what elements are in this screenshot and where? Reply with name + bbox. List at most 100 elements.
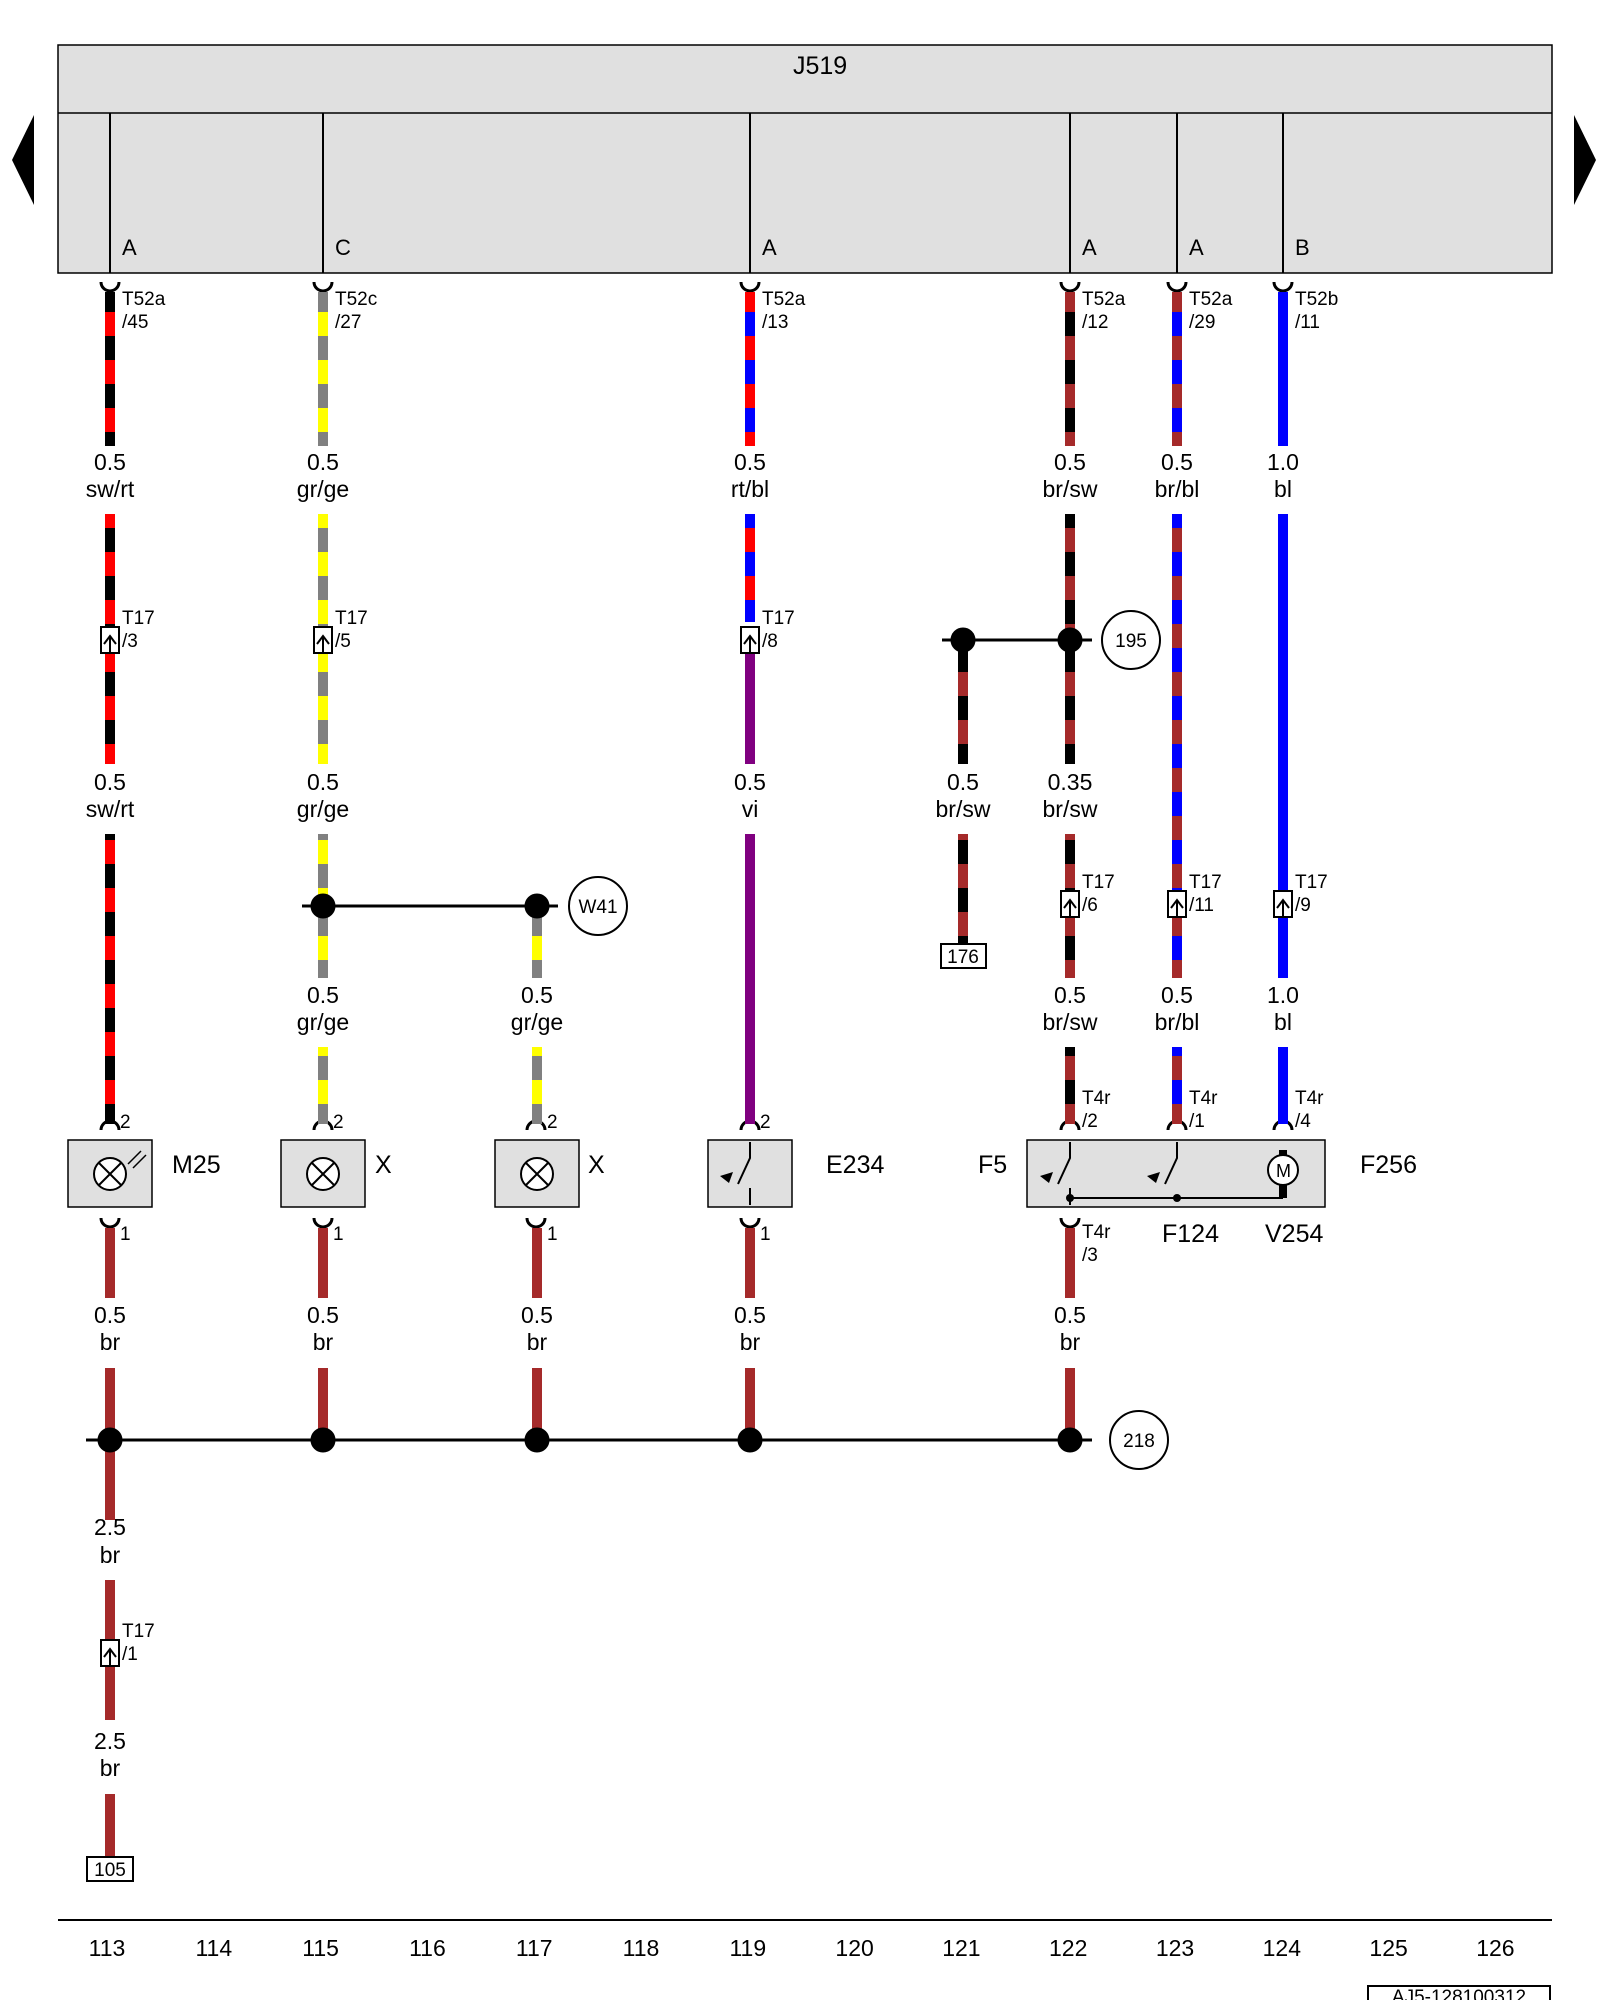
- inline-term: T17: [335, 608, 368, 629]
- wire-gauge: 1.0: [1267, 449, 1299, 475]
- lamp-x1: [280, 1139, 366, 1208]
- component-x2-label: X: [588, 1151, 605, 1179]
- wire-gauge: 0.5: [521, 982, 553, 1008]
- t4r-term: T4r: [1189, 1088, 1218, 1109]
- current-track-number: 117: [516, 1935, 553, 1961]
- current-track-number: 116: [409, 1935, 446, 1961]
- wire-gauge: 0.5: [307, 449, 339, 475]
- wire-gauge: 0.5: [94, 769, 126, 795]
- wire-color: br: [313, 1329, 334, 1355]
- wire-gauge: 2.5: [94, 1514, 126, 1540]
- reference-218-label: 218: [1123, 1431, 1155, 1452]
- wire-gauge: 0.5: [94, 449, 126, 475]
- pin-label: /45: [122, 312, 148, 333]
- wire-color: rt/bl: [731, 476, 769, 502]
- inline-pin: /11: [1189, 895, 1214, 916]
- wire-color: br/sw: [1043, 1009, 1098, 1035]
- current-track-number: 122: [1049, 1935, 1087, 1961]
- connector-letter: A: [1082, 235, 1097, 260]
- component-m25-label: M25: [172, 1151, 221, 1179]
- wire-labels: 0.5 sw/rt 0.5 sw/rt 0.5 gr/ge 0.5 gr/ge …: [86, 449, 1299, 1781]
- wire-color: br/bl: [1155, 1009, 1200, 1035]
- pin-label: 1: [547, 1224, 558, 1245]
- reference-218[interactable]: 218: [1109, 1410, 1169, 1470]
- pin-label: 1: [333, 1224, 344, 1245]
- current-track-number: 126: [1476, 1935, 1514, 1961]
- wire-color: br: [1060, 1329, 1081, 1355]
- connector-letter: C: [335, 235, 351, 260]
- current-track-number: 113: [89, 1935, 126, 1961]
- wire-gauge: 2.5: [94, 1728, 126, 1754]
- current-track-number: 115: [302, 1935, 339, 1961]
- pin-label: 2: [120, 1112, 131, 1133]
- wire-5: [1172, 292, 1182, 1124]
- current-track-number: 119: [729, 1935, 766, 1961]
- wire-color: br: [100, 1329, 121, 1355]
- wire-gauge: 0.5: [1054, 449, 1086, 475]
- inline-pin: /5: [335, 631, 351, 652]
- document-id-label: AJ5-128100312: [1392, 1987, 1526, 2000]
- t4r-term: T4r: [1295, 1088, 1324, 1109]
- term-label: T52a: [122, 289, 166, 310]
- t17-arrows: [103, 634, 1290, 1665]
- term-label: T52b: [1295, 289, 1338, 310]
- control-unit-j519: J519 A C A A A B: [57, 44, 1553, 274]
- current-track-number: 114: [195, 1935, 232, 1961]
- component-f124-label: F124: [1162, 1220, 1219, 1248]
- term-label: T52a: [1082, 289, 1126, 310]
- wire-color: bl: [1274, 476, 1292, 502]
- motor-symbol: M: [1276, 1161, 1291, 1181]
- inline-term: T17: [1295, 872, 1328, 893]
- term-label: T52a: [762, 289, 806, 310]
- wire-color: br/bl: [1155, 476, 1200, 502]
- wire-gauge: 0.5: [734, 449, 766, 475]
- inline-pin: /6: [1082, 895, 1098, 916]
- reference-105[interactable]: 105: [86, 1856, 134, 1882]
- inline-pin: /8: [762, 631, 778, 652]
- ground-wires: [105, 1228, 1075, 1864]
- wire-gauge: 0.5: [1161, 982, 1193, 1008]
- lamp-x2: [494, 1139, 580, 1208]
- wire-color: br: [527, 1329, 548, 1355]
- left-arrow-icon[interactable]: [12, 115, 34, 205]
- component-f5-label: F5: [978, 1151, 1007, 1179]
- wire-gauge: 0.5: [307, 769, 339, 795]
- wire-gauge: 0.5: [734, 1302, 766, 1328]
- inline-pin: /9: [1295, 895, 1311, 916]
- wire-6: [1278, 292, 1288, 1124]
- wire-gauge: 0.5: [94, 1302, 126, 1328]
- connector-symbols: [99, 281, 1294, 1229]
- t4r-pin: /2: [1082, 1111, 1098, 1132]
- t4r-pin: /1: [1189, 1111, 1205, 1132]
- current-track-number: 121: [942, 1935, 980, 1961]
- wire-gauge: 0.5: [307, 982, 339, 1008]
- t4r-pin: /4: [1295, 1111, 1311, 1132]
- reference-195[interactable]: 195: [1101, 610, 1161, 670]
- connector-letter: A: [1189, 235, 1204, 260]
- wire-color: br: [100, 1755, 121, 1781]
- component-v254-label: V254: [1265, 1220, 1323, 1248]
- wire-color: br: [100, 1542, 121, 1568]
- term-label: T52a: [1189, 289, 1233, 310]
- inline-pin: /3: [122, 631, 138, 652]
- wire-color: sw/rt: [86, 796, 135, 822]
- current-track-number: 120: [835, 1935, 873, 1961]
- wire-color: sw/rt: [86, 476, 135, 502]
- inline-term: T17: [122, 608, 155, 629]
- inline-term: T17: [1082, 872, 1115, 893]
- inline-term: T17: [1189, 872, 1222, 893]
- pin-label: /11: [1295, 312, 1320, 333]
- current-track-number: 125: [1369, 1935, 1407, 1961]
- wire-gauge: 0.5: [1161, 449, 1193, 475]
- pin-label: /12: [1082, 312, 1108, 333]
- wire-2: [318, 292, 542, 1124]
- wire-color: br/sw: [936, 796, 991, 822]
- inline-pin: /1: [122, 1644, 138, 1665]
- reference-w41[interactable]: W41: [568, 876, 628, 936]
- wire-gauge: 0.5: [307, 1302, 339, 1328]
- right-arrow-icon[interactable]: [1574, 115, 1596, 205]
- reference-176[interactable]: 176: [940, 943, 987, 969]
- connector-letter: B: [1295, 235, 1310, 260]
- connector-letter: A: [122, 235, 137, 260]
